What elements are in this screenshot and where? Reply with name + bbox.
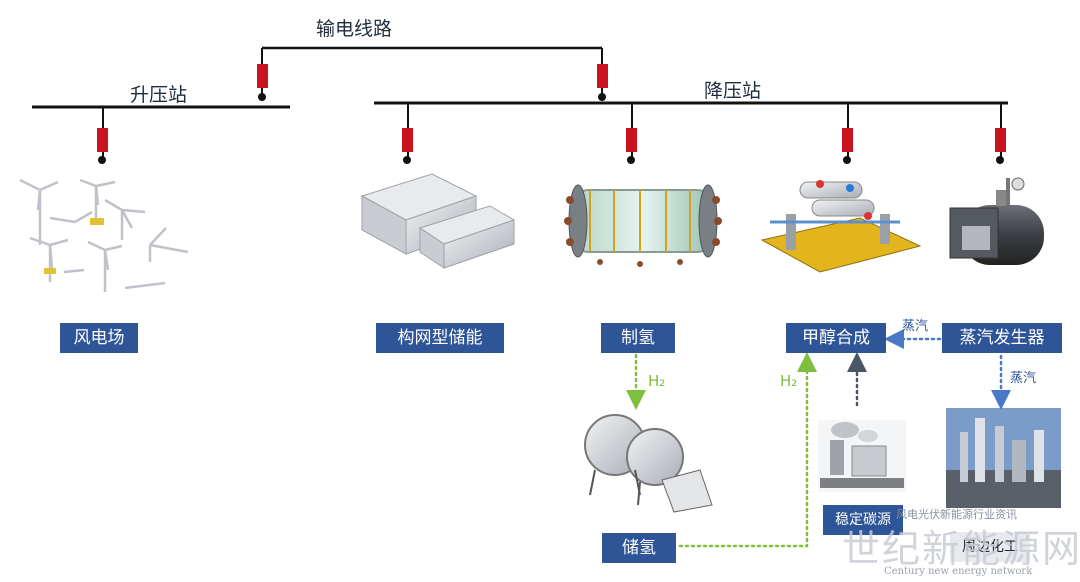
breaker-icon	[995, 103, 1006, 164]
electrolyzer-image	[564, 184, 722, 267]
breaker-icon	[257, 64, 268, 101]
step-up-station-label: 升压站	[130, 84, 188, 106]
wind-farm-box: 风电场	[60, 323, 138, 353]
carbon-source-image	[818, 420, 906, 492]
grid-storage-box: 构网型储能	[376, 323, 504, 353]
hydrogen-storage-box: 储氢	[602, 533, 676, 563]
steam-generator-image	[949, 177, 1044, 265]
stable-carbon-source-box: 稳定碳源	[823, 505, 903, 535]
breaker-icon	[97, 107, 108, 164]
hydrogen-production-box: 制氢	[601, 323, 675, 353]
steam-generator-box: 蒸汽发生器	[942, 323, 1062, 353]
methanol-synthesis-box: 甲醇合成	[786, 323, 886, 353]
steam-down-label: 蒸汽	[1010, 371, 1037, 386]
breaker-icon	[842, 103, 853, 164]
step-down-station-label: 降压站	[704, 80, 762, 102]
transmission-line-label: 输电线路	[316, 18, 393, 40]
wind-farm-image	[16, 175, 196, 305]
storage-container-image	[360, 173, 516, 269]
chemical-park-box: 周边化工	[950, 532, 1030, 562]
h2-down-label: H₂	[648, 372, 666, 390]
watermark-subtext: Century new energy network	[884, 566, 1033, 577]
h2-up-label: H₂	[780, 372, 798, 390]
methanol-plant-image	[760, 180, 922, 273]
watermark-top-text: 风电光伏新能源行业资讯	[896, 508, 1017, 521]
steam-left-label: 蒸汽	[902, 319, 929, 334]
breaker-icon	[626, 103, 637, 164]
flow-arrows	[626, 329, 1011, 548]
h2-arrow-up	[678, 352, 817, 548]
chemical-park-image	[946, 408, 1061, 508]
watermark-logo-text: 世纪新能源网	[842, 527, 1080, 571]
breaker-icon	[597, 64, 608, 101]
breaker-icon	[402, 103, 413, 164]
hydrogen-storage-image	[578, 395, 713, 523]
breakers	[97, 64, 1006, 164]
